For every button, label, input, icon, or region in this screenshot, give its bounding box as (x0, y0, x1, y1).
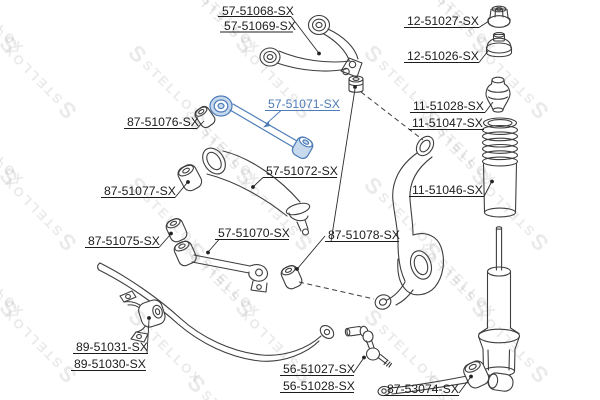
part-bushing-87-51075 (165, 218, 188, 243)
leader-dot (251, 185, 255, 189)
leader-dot (295, 267, 299, 271)
label-57-51071-sx-highlighted[interactable]: 57-51071-SX (268, 97, 340, 111)
label-87-51078-sx[interactable]: 87-51078-SX (328, 228, 400, 242)
label-89-51031-sx[interactable]: 89-51031-SX (76, 340, 148, 354)
leader-line (290, 16, 319, 53)
leader-dot (169, 231, 173, 236)
leader-line (478, 50, 489, 63)
label-12-51026-sx[interactable]: 12-51026-SX (407, 49, 479, 63)
label-56-51027-sx[interactable]: 56-51027-SX (283, 362, 355, 376)
label-12-51027-sx[interactable]: 12-51027-SX (407, 14, 479, 28)
part-upper-control-arm (259, 14, 363, 78)
leader-dot (206, 250, 210, 255)
leader-dot (317, 51, 321, 56)
leader-line (484, 101, 494, 113)
assembly-dashed-line-lower (298, 281, 375, 300)
part-bushing-87-51077 (177, 164, 203, 192)
leader-line (208, 239, 220, 252)
label-57-51070-sx[interactable]: 57-51070-SX (218, 226, 290, 240)
leader-dot (469, 374, 473, 379)
label-57-51069-sx[interactable]: 57-51069-SX (224, 19, 296, 33)
part-stabilizer-link-56-51027 (344, 325, 393, 368)
leader-dot (147, 316, 151, 320)
label-87-51077-sx[interactable]: 87-51077-SX (104, 184, 176, 198)
leader-line (297, 235, 326, 269)
label-87-53074-sx[interactable]: 87-53074-SX (387, 382, 459, 396)
part-knuckle (374, 135, 444, 310)
part-strut-mount-12-51026 (485, 32, 513, 58)
part-bushing-87-53074 (463, 360, 490, 389)
leader-line (253, 177, 264, 187)
part-lateral-rod-57-51071-highlighted[interactable] (209, 95, 315, 161)
leader-line (330, 88, 356, 242)
leader-line (478, 20, 490, 28)
leader-dot (353, 85, 357, 89)
label-11-51047-sx[interactable]: 11-51047-SX (412, 116, 483, 130)
label-89-51030-sx[interactable]: 89-51030-SX (74, 357, 146, 371)
part-bushing-87-51076 (194, 105, 216, 129)
part-lower-control-arm-57-51072 (202, 147, 311, 236)
leader-dot (490, 179, 494, 184)
leader-line (196, 120, 205, 129)
leader-dot (362, 355, 366, 360)
label-56-51028-sx[interactable]: 56-51028-SX (283, 379, 355, 393)
leader-arrow-blue (263, 121, 270, 128)
label-11-51046-sx[interactable]: 11-51046-SX (412, 183, 483, 197)
assembly-dashed-line-upper (360, 91, 424, 141)
leader-line (458, 377, 471, 394)
leader-line (158, 234, 171, 248)
label-57-51072-sx[interactable]: 57-51072-SX (266, 164, 338, 178)
label-11-51028-sx[interactable]: 11-51028-SX (413, 99, 484, 113)
label-87-51076-sx[interactable]: 87-51076-SX (127, 115, 199, 129)
label-87-51075-sx[interactable]: 87-51075-SX (88, 234, 160, 248)
leader-line (146, 319, 150, 354)
part-stabilizer-bar (97, 262, 335, 362)
part-stabilizer-bushing-89-51030 (138, 299, 166, 328)
leader-line (174, 182, 188, 198)
part-bump-stop-11-51028 (485, 76, 511, 113)
leader-dot (186, 180, 190, 184)
part-bushing-87-51078-lower (280, 265, 303, 290)
leader-line (353, 358, 364, 373)
part-rod-57-51070 (173, 240, 268, 293)
label-57-51068-sx[interactable]: 57-51068-SX (222, 4, 294, 18)
leader-line (483, 182, 492, 197)
